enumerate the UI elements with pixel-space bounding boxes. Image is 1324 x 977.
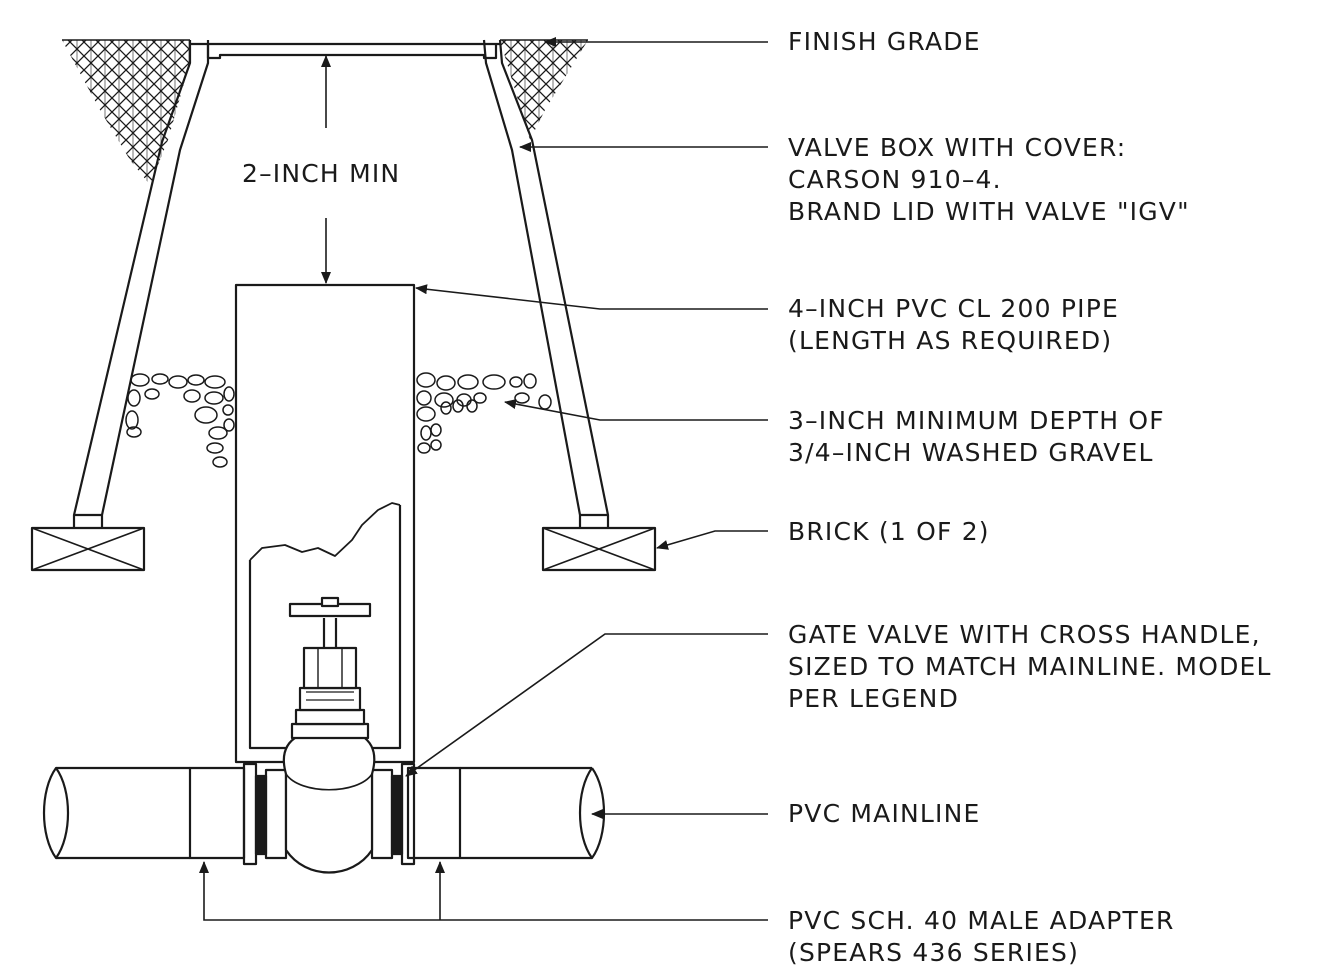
callout-finish-grade: FINISH GRADE xyxy=(788,27,981,56)
valve-box-lid xyxy=(190,42,500,60)
callout-gate-valve: GATE VALVE WITH CROSS HANDLE, SIZED TO M… xyxy=(788,620,1272,713)
valve-bonnet-nut xyxy=(294,708,366,726)
callout-brick: BRICK (1 OF 2) xyxy=(788,517,990,546)
valve-bonnet-lower xyxy=(290,722,370,740)
soil-left xyxy=(62,40,190,185)
callout-mainline: PVC MAINLINE xyxy=(788,799,981,828)
male-adapter-right xyxy=(406,766,462,860)
gate-valve-body xyxy=(282,734,376,874)
leader-gravel xyxy=(504,399,768,421)
leader-pvc-pipe xyxy=(415,284,768,310)
leader-male-adapter xyxy=(199,861,768,921)
soil-right xyxy=(500,40,588,140)
leader-gate-valve xyxy=(405,633,768,777)
gravel-right xyxy=(416,372,552,454)
pvc-mainline-left xyxy=(42,766,190,860)
brick-right xyxy=(541,526,657,572)
valve-stem xyxy=(322,618,338,648)
valve-box-wall-left xyxy=(72,40,210,528)
leader-brick xyxy=(656,530,768,550)
gravel-left xyxy=(125,373,235,468)
callout-male-adapter: PVC SCH. 40 MALE ADAPTER (SPEARS 436 SER… xyxy=(788,906,1175,967)
brick-left xyxy=(30,526,146,572)
union-left xyxy=(242,762,288,866)
valve-box-wall-right xyxy=(482,39,610,528)
callout-valve-box: VALVE BOX WITH COVER: CARSON 910–4. BRAN… xyxy=(788,133,1190,226)
male-adapter-left xyxy=(188,766,246,860)
callout-gravel: 3–INCH MINIMUM DEPTH OF 3/4–INCH WASHED … xyxy=(788,406,1165,467)
pvc-mainline-right xyxy=(460,766,606,860)
valve-bonnet-ring xyxy=(298,686,362,712)
callout-pvc-pipe: 4–INCH PVC CL 200 PIPE (LENGTH AS REQUIR… xyxy=(788,294,1119,355)
valve-bonnet-upper xyxy=(302,646,358,690)
dimension-label-2-inch-min: 2–INCH MIN xyxy=(242,159,401,188)
